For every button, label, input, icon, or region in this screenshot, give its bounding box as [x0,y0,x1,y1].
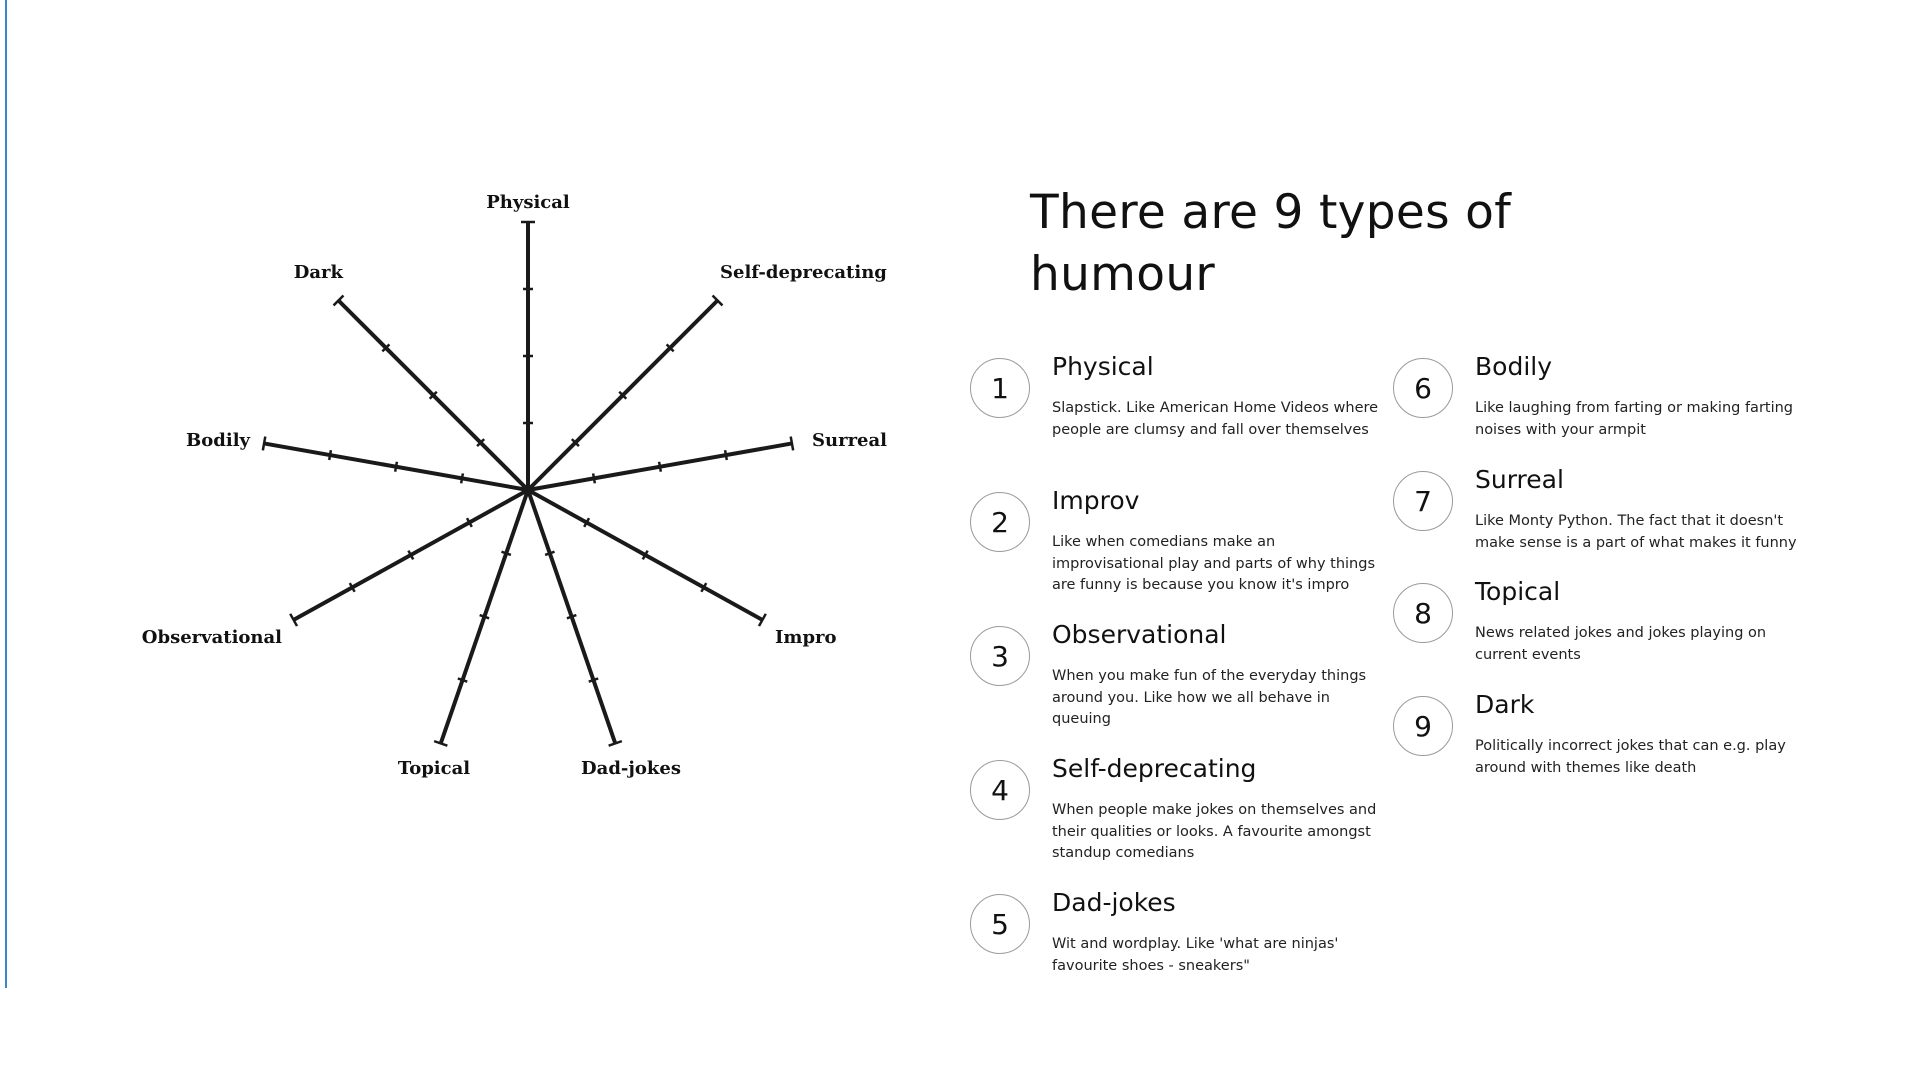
type-description: Wit and wordplay. Like 'what are ninjas'… [1052,936,1339,974]
axis-tick-dad-jokes [608,739,623,747]
number-badge: 9 [1393,696,1453,756]
type-name: Self-deprecating [1052,754,1257,783]
axis-tick-dark [476,438,486,448]
axis-tick-bodily [261,436,267,451]
type-name: Dad-jokes [1052,888,1176,917]
left-border-line [5,0,7,988]
type-description: News related jokes and jokes playing on … [1475,625,1767,663]
axis-tick-self-deprecating [665,343,675,353]
axis-label-dark: Dark [294,262,344,283]
number-badge: 3 [970,626,1030,686]
axis-label-self-deprecating: Self-deprecating [720,262,887,283]
type-name: Improv [1052,486,1140,515]
axis-tick-dad-jokes [544,550,555,557]
type-name: Observational [1052,620,1227,649]
number-badge: 7 [1393,471,1453,531]
axis-tick-impro [757,613,767,627]
axis-tick-dad-jokes [566,613,577,620]
number-badge: 1 [970,358,1030,418]
axis-tick-topical [457,677,468,683]
axis-tick-topical [433,739,448,747]
number-badge: 8 [1393,583,1453,643]
axis-tick-dad-jokes [588,677,599,683]
type-description: When people make jokes on themselves and… [1052,802,1377,861]
axis-tick-bodily [459,473,465,484]
axis-tick-dark [332,294,345,307]
type-name: Topical [1475,577,1561,606]
axis-tick-surreal [789,436,795,451]
type-description: Politically incorrect jokes that can e.g… [1475,738,1786,776]
type-description: When you make fun of the everyday things… [1052,668,1367,727]
axis-label-observational: Observational [142,627,282,648]
axis-label-topical: Topical [398,758,470,779]
axis-label-surreal: Surreal [812,430,887,451]
axis-tick-surreal [657,461,663,472]
axis-tick-self-deprecating [711,294,724,307]
type-name: Bodily [1475,352,1553,381]
axis-tick-topical [479,613,490,620]
axis-tick-observational [407,549,415,560]
axis-tick-impro [583,517,591,528]
axis-tick-surreal [591,473,597,484]
number-badge: 2 [970,492,1030,552]
number-badge: 5 [970,894,1030,954]
center-hub [525,487,531,493]
axis-label-impro: Impro [775,627,837,648]
axis-tick-impro [700,582,708,593]
axis-tick-observational [289,613,299,627]
type-name: Surreal [1475,465,1564,494]
axis-tick-dark [381,343,391,353]
axis-label-bodily: Bodily [186,430,250,451]
axis-tick-bodily [393,461,399,472]
axis-label-dad-jokes: Dad-jokes [581,758,681,779]
humour-types-star-diagram: PhysicalSelf-deprecatingSurrealImproDad-… [142,192,887,779]
number-badge: 6 [1393,358,1453,418]
number-badge: 4 [970,760,1030,820]
axis-tick-observational [348,582,356,593]
type-description: Like Monty Python. The fact that it does… [1475,513,1797,551]
type-name: Physical [1052,352,1154,381]
type-description: Like when comedians make an improvisatio… [1052,534,1375,593]
axis-tick-surreal [723,449,729,461]
axis-tick-topical [501,550,512,557]
axis-tick-self-deprecating [570,438,580,448]
axis-tick-observational [465,517,473,528]
type-name: Dark [1475,690,1535,719]
axis-tick-impro [641,549,649,560]
axis-tick-dark [428,390,438,400]
axis-tick-self-deprecating [618,390,628,400]
axis-label-physical: Physical [486,192,570,213]
page-title: There are 9 types of humour [1030,185,1512,302]
axis-tick-bodily [327,449,333,461]
type-description: Like laughing from farting or making far… [1475,400,1794,438]
type-description: Slapstick. Like American Home Videos whe… [1052,400,1379,438]
